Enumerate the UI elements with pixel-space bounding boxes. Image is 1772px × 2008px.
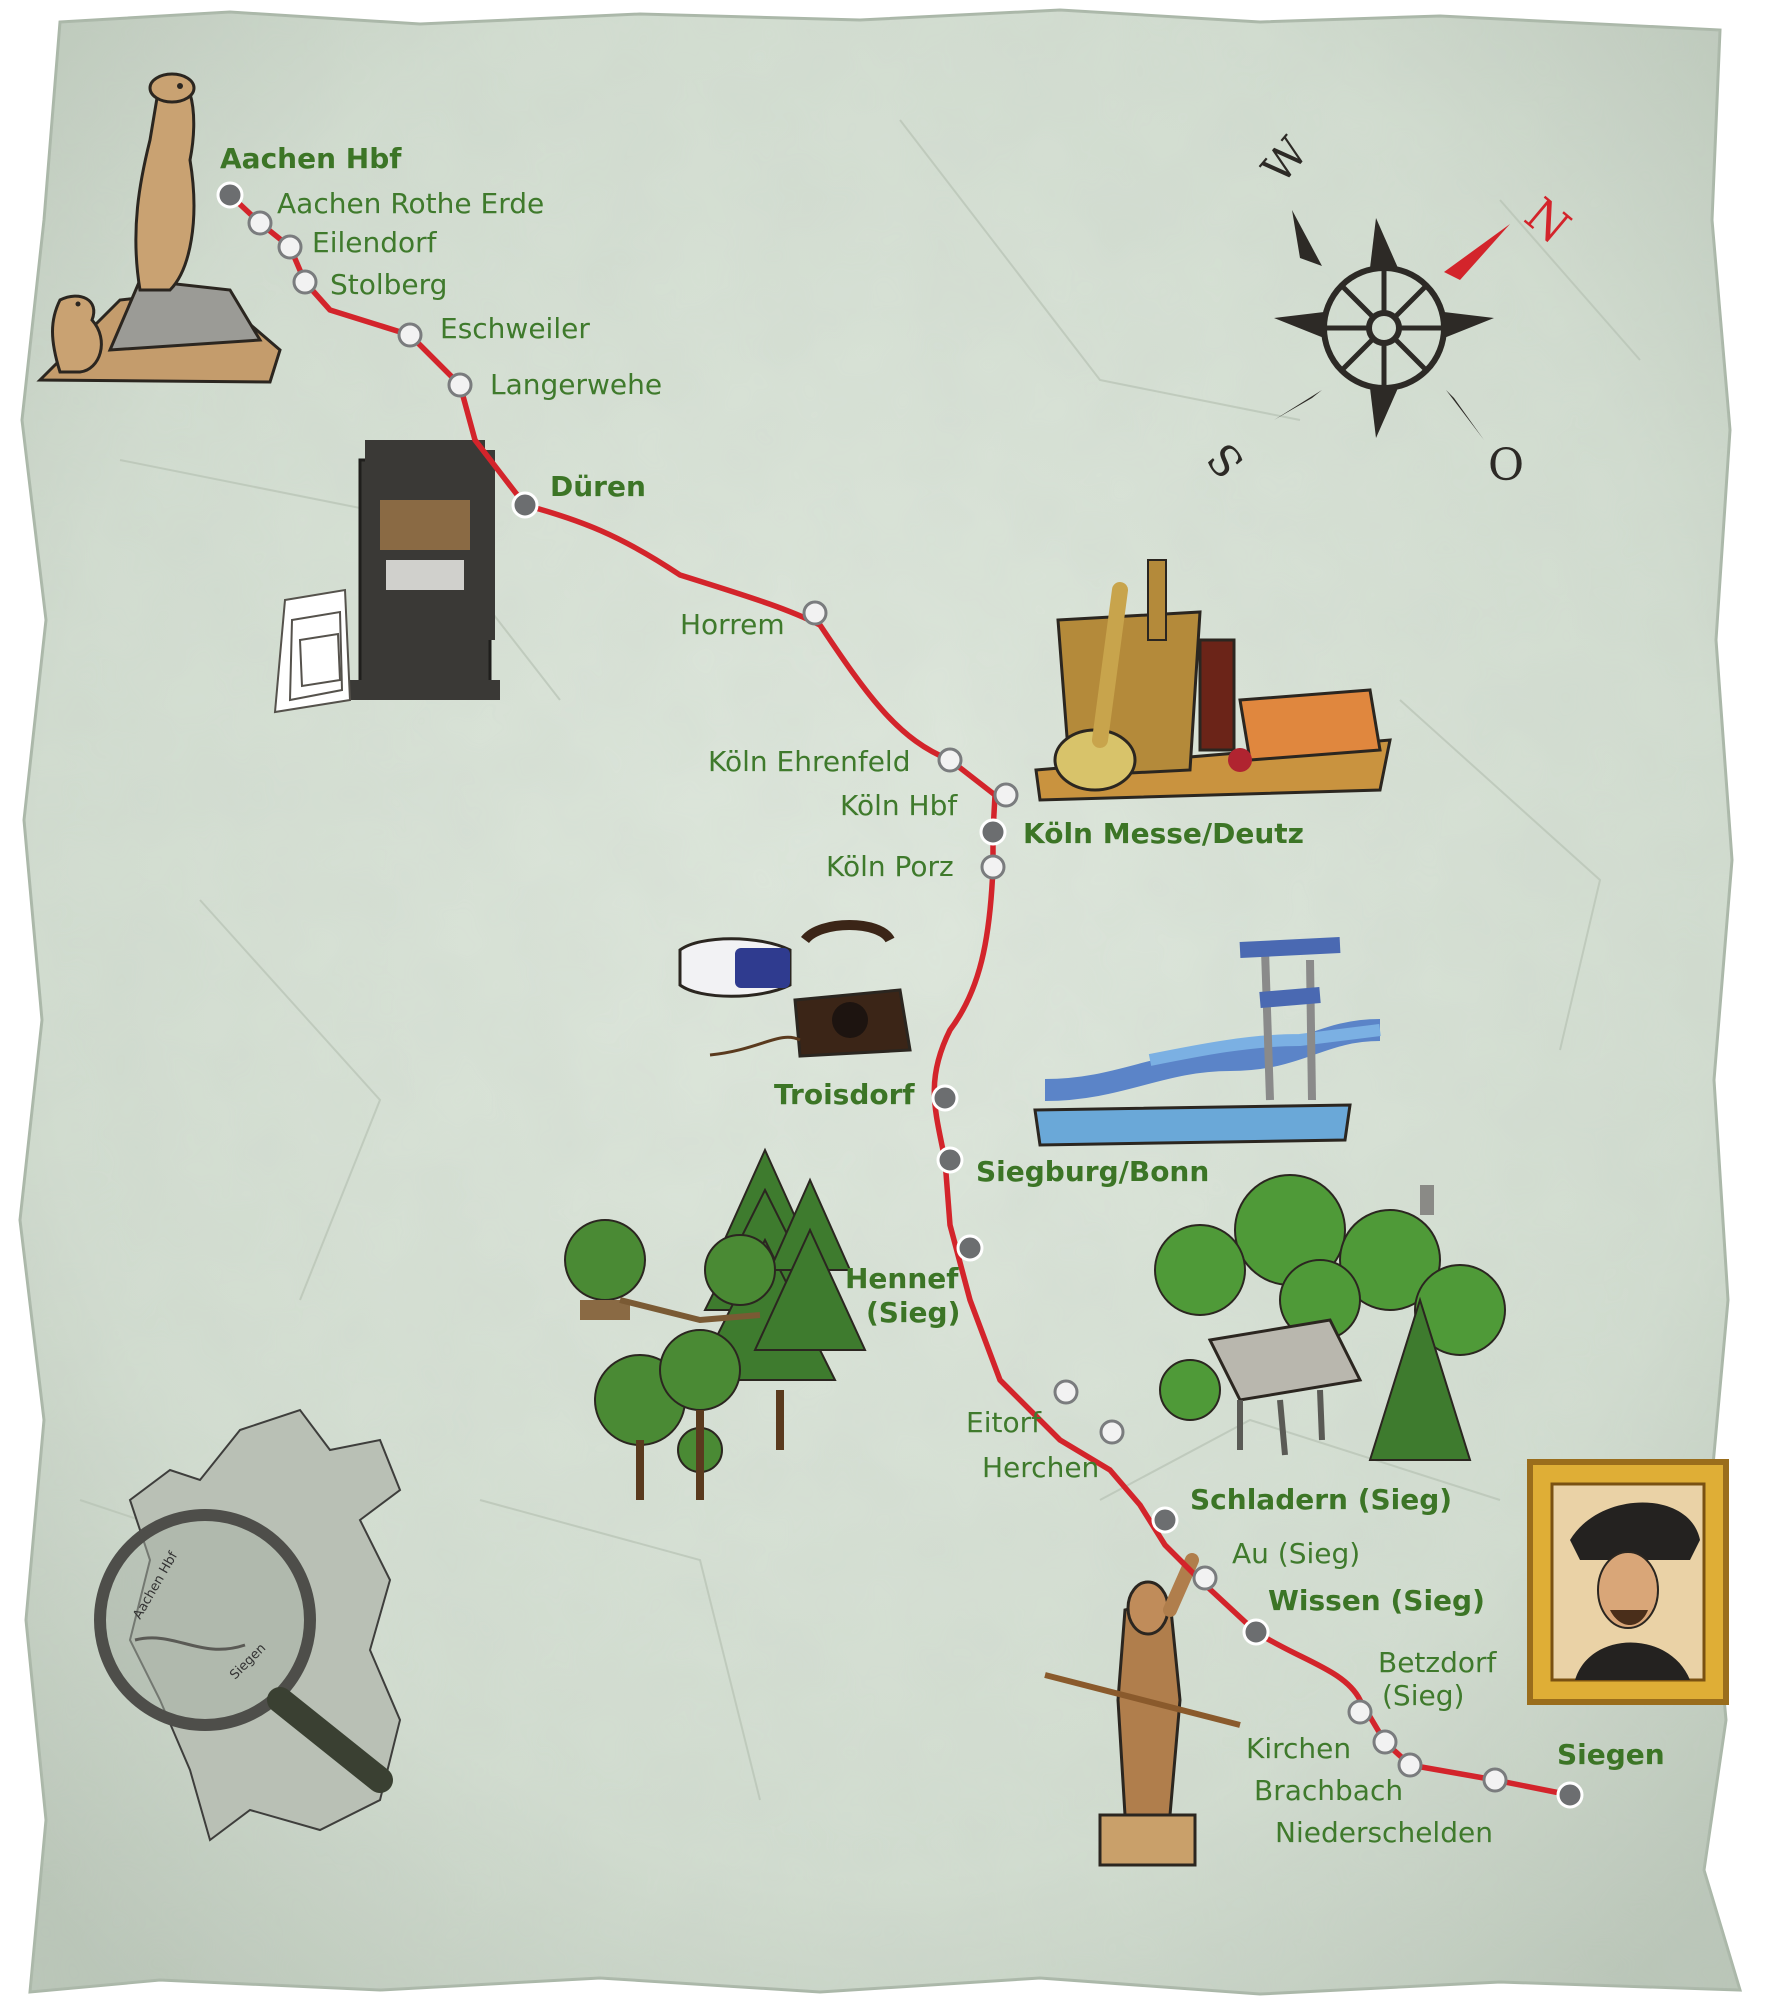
station-eschweiler[interactable]: Eschweiler — [397, 312, 590, 348]
station-label: Aachen Rothe Erde — [277, 187, 544, 220]
station-marker — [980, 854, 1006, 880]
station-herchen[interactable]: Herchen — [982, 1419, 1125, 1484]
station-marker — [1397, 1752, 1423, 1778]
station-label: Eilendorf — [312, 226, 438, 259]
station-niederschelden[interactable]: Niederschelden — [1275, 1752, 1493, 1849]
station-aachen-rothe-erde[interactable]: Aachen Rothe Erde — [247, 187, 544, 236]
station-label: Köln Messe/Deutz — [1023, 817, 1304, 850]
station-marker — [1556, 1781, 1584, 1809]
station-koeln-ehrenfeld[interactable]: Köln Ehrenfeld — [708, 745, 963, 778]
station-hennef-sieg[interactable]: Hennef (Sieg) — [845, 1234, 984, 1329]
station-stolberg[interactable]: Stolberg — [292, 268, 447, 301]
station-brachbach[interactable]: Brachbach — [1254, 1767, 1508, 1807]
station-label: Wissen (Sieg) — [1268, 1584, 1485, 1617]
station-eitorf[interactable]: Eitorf — [966, 1379, 1079, 1439]
portrait-illustration — [1527, 1459, 1729, 1705]
paper-press-illustration — [273, 440, 500, 714]
water-slide-illustration — [1033, 937, 1381, 1147]
station-eilendorf[interactable]: Eilendorf — [277, 226, 438, 260]
station-siegburg-bonn[interactable]: Siegburg/Bonn — [936, 1146, 1209, 1188]
station-marker — [1482, 1767, 1508, 1793]
station-label-line2: (Sieg) — [1382, 1679, 1464, 1712]
vr-phone-illustration — [678, 920, 912, 1058]
magnifier-handle — [267, 1687, 393, 1793]
station-marker — [1053, 1379, 1079, 1405]
station-label: Kirchen — [1246, 1732, 1351, 1765]
station-wissen-sieg[interactable]: Wissen (Sieg) — [1242, 1584, 1485, 1646]
station-marker — [931, 1084, 959, 1112]
station-label: Eschweiler — [440, 312, 590, 345]
station-marker — [292, 269, 318, 295]
station-label: Köln Porz — [826, 850, 954, 883]
sauna-illustration — [1034, 559, 1392, 802]
station-marker — [511, 491, 539, 519]
station-label: Hennef — [845, 1262, 959, 1295]
stations: Aachen Hbf Aachen Rothe Erde Eilendorf S… — [216, 142, 1665, 1849]
treetop-walk-illustration — [1154, 1174, 1506, 1461]
station-label: Köln Ehrenfeld — [708, 745, 910, 778]
station-label: Au (Sieg) — [1232, 1537, 1360, 1570]
station-siegen[interactable]: Siegen — [1556, 1738, 1665, 1809]
station-label: Eitorf — [966, 1406, 1042, 1439]
station-koeln-messe-deutz[interactable]: Köln Messe/Deutz — [979, 817, 1304, 850]
station-marker — [1099, 1419, 1125, 1445]
station-label: Langerwehe — [490, 368, 662, 401]
wooden-statue-illustration — [1044, 1553, 1241, 1867]
station-label: Stolberg — [330, 268, 447, 301]
station-marker — [1242, 1618, 1270, 1646]
station-dueren[interactable]: Düren — [511, 470, 646, 519]
station-au-sieg[interactable]: Au (Sieg) — [1192, 1537, 1360, 1591]
station-marker — [936, 1146, 964, 1174]
station-marker — [1372, 1729, 1398, 1755]
station-marker — [247, 210, 273, 236]
station-label: Betzdorf — [1378, 1646, 1498, 1679]
inset-map-germany: Aachen Hbf Siegen — [94, 1408, 402, 1842]
station-label: Schladern (Sieg) — [1190, 1483, 1452, 1516]
station-marker — [979, 818, 1007, 846]
station-aachen-hbf[interactable]: Aachen Hbf — [216, 142, 402, 209]
station-marker — [802, 600, 828, 626]
station-label: Brachbach — [1254, 1774, 1403, 1807]
station-label: Siegburg/Bonn — [976, 1155, 1209, 1188]
station-horrem[interactable]: Horrem — [680, 600, 828, 641]
station-label: Köln Hbf — [840, 789, 958, 822]
station-marker — [1151, 1506, 1179, 1534]
station-marker — [1192, 1565, 1218, 1591]
station-langerwehe[interactable]: Langerwehe — [447, 368, 662, 401]
station-label: Herchen — [982, 1451, 1099, 1484]
station-koeln-hbf[interactable]: Köln Hbf — [840, 782, 1019, 822]
station-label: Horrem — [680, 608, 785, 641]
station-label: Niederschelden — [1275, 1816, 1493, 1849]
compass-needle-north — [1444, 224, 1510, 280]
station-label-line2: (Sieg) — [866, 1296, 960, 1329]
station-label: Siegen — [1557, 1738, 1665, 1771]
station-troisdorf[interactable]: Troisdorf — [774, 1078, 959, 1112]
station-koeln-porz[interactable]: Köln Porz — [826, 850, 1006, 883]
compass-label-o: O — [1488, 440, 1524, 491]
station-marker — [397, 322, 423, 348]
forest-ropes-illustration — [564, 1147, 867, 1500]
station-marker — [937, 747, 963, 773]
station-label: Aachen Hbf — [220, 142, 402, 175]
station-marker — [216, 181, 244, 209]
station-marker — [1347, 1699, 1373, 1725]
station-marker — [447, 372, 473, 398]
station-label: Troisdorf — [774, 1078, 915, 1111]
station-marker — [993, 782, 1019, 808]
station-betzdorf-sieg[interactable]: Betzdorf (Sieg) — [1347, 1646, 1498, 1725]
station-marker — [277, 234, 303, 260]
station-marker — [956, 1234, 984, 1262]
magnifier-lens — [94, 1509, 316, 1731]
station-schladern-sieg[interactable]: Schladern (Sieg) — [1151, 1483, 1452, 1534]
meerkat-illustration — [36, 72, 282, 384]
station-label: Düren — [550, 470, 646, 503]
station-kirchen[interactable]: Kirchen — [1246, 1729, 1398, 1765]
